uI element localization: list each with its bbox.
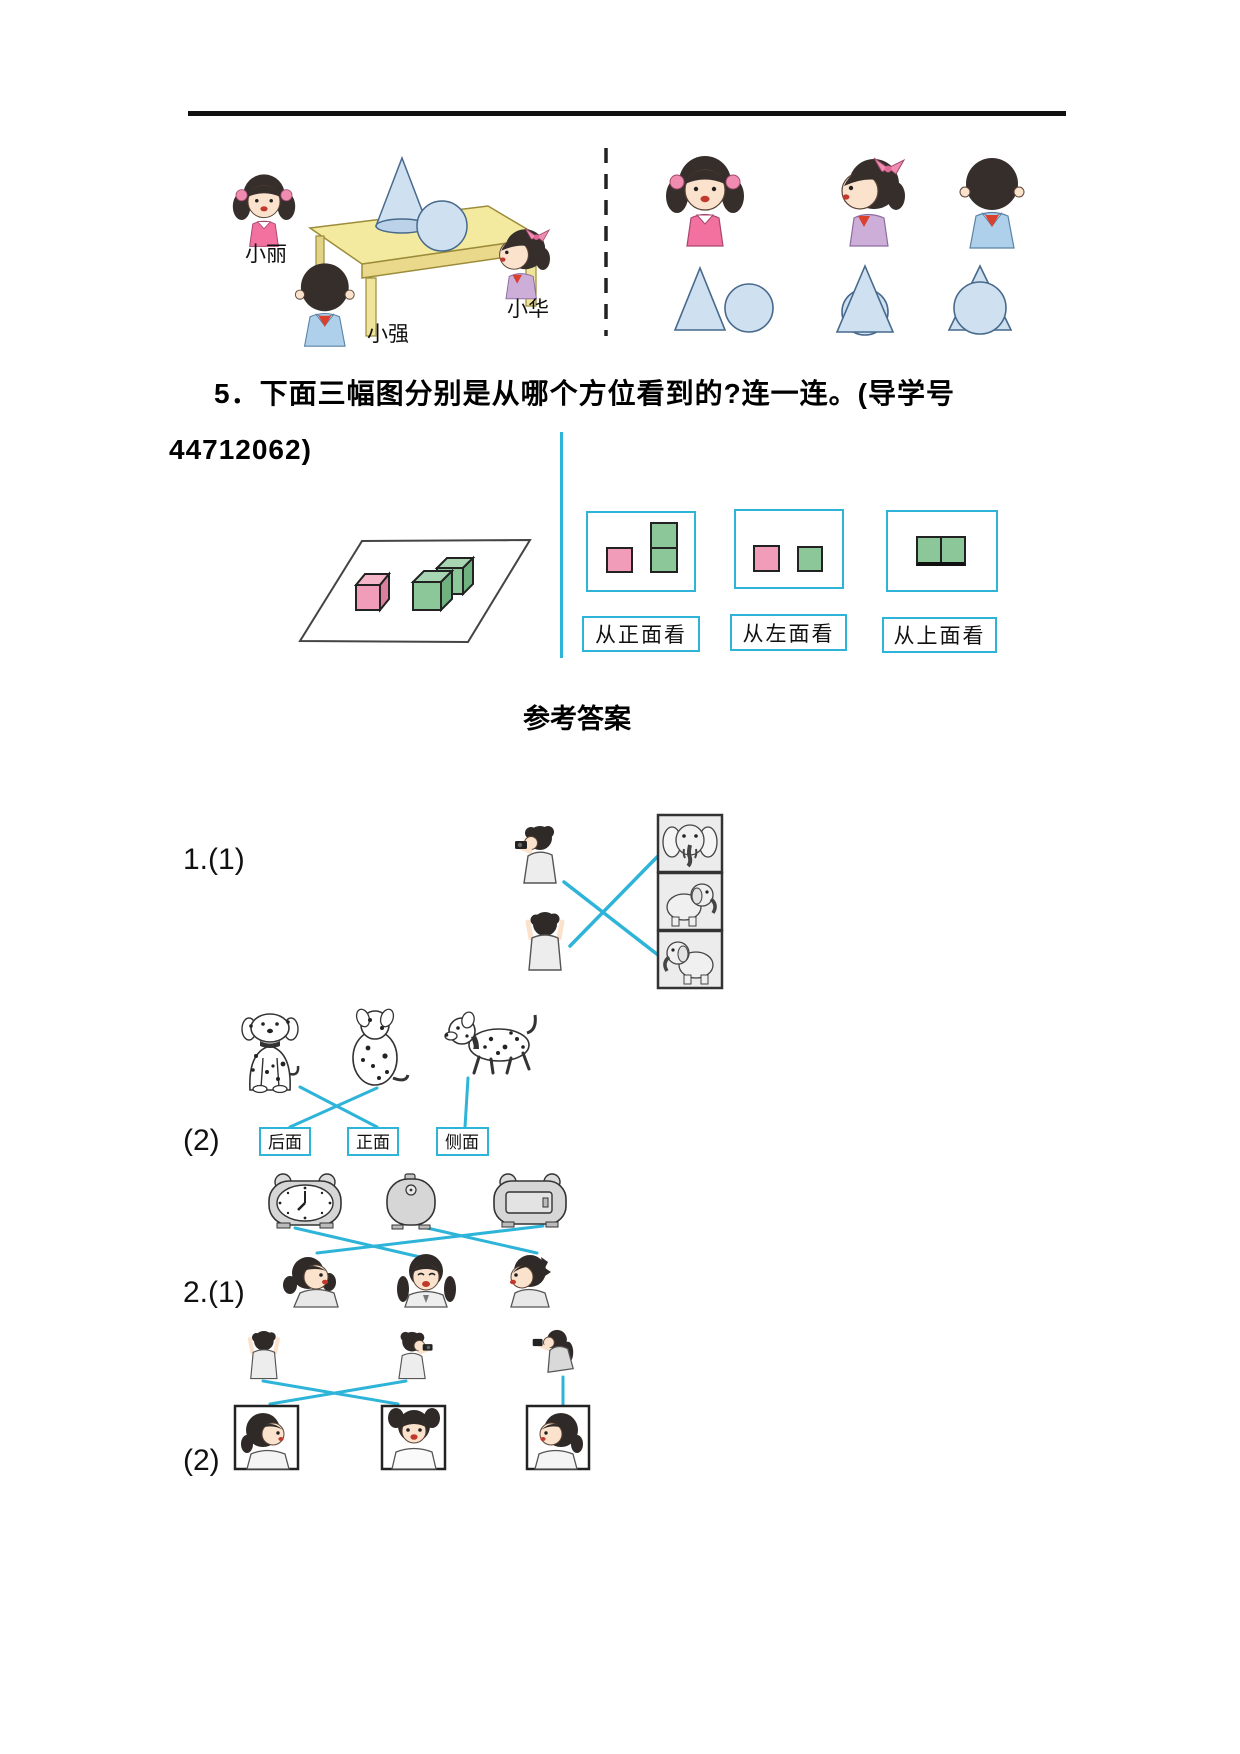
figure-answer-portraits (233, 1325, 591, 1471)
pink-cube (353, 571, 392, 613)
option-box-front-view (586, 511, 696, 592)
figure-answer-dogs: 后面 正面 侧面 (241, 1008, 537, 1156)
elephant-photo-side-right (656, 871, 724, 932)
elephant-photo-side-left (656, 929, 724, 990)
dog-label-side: 侧面 (436, 1127, 489, 1156)
portrait-girl-side-left (525, 1404, 591, 1471)
photographer-side-boy (515, 826, 556, 883)
figure-observe-table: 小丽 小强 小华 (232, 148, 1025, 347)
dog-label-back: 后面 (259, 1127, 311, 1156)
shape-side-view (835, 263, 895, 336)
answer-line (562, 880, 660, 957)
question5-text-line2: 44712062) (169, 434, 312, 465)
label-xiaohua: 小华 (507, 297, 549, 321)
answers-heading: 参考答案 (523, 704, 631, 734)
figure-cubes-on-plane (298, 538, 532, 644)
clock-back-battery (493, 1173, 567, 1228)
answer-line (293, 1226, 422, 1259)
header-rule (188, 111, 1066, 116)
answer-line (425, 1226, 539, 1255)
answer-line (268, 1379, 408, 1406)
figure-answer-clocks (268, 1173, 567, 1308)
answer-item-1-2: (2) (183, 1124, 220, 1157)
green-cubes (410, 555, 476, 613)
clock-front-view (268, 1173, 342, 1229)
dog-label-front: 正面 (347, 1127, 399, 1156)
photographer-back-small (250, 1331, 278, 1379)
elephant-photo-front (656, 813, 724, 874)
green-domino-horizontal (916, 536, 966, 566)
svg-text:正面: 正面 (356, 1133, 390, 1152)
green-domino-vertical (650, 522, 678, 573)
option-box-left-view (734, 509, 844, 589)
pink-square (606, 547, 633, 573)
portrait-girl-side-right (233, 1404, 300, 1471)
dog-walking-side (444, 1011, 537, 1075)
answer-item-2-2: (2) (183, 1444, 220, 1477)
answer-item-1-1: 1.(1) (183, 843, 245, 876)
child-boy-side (510, 1255, 551, 1308)
view-label-top: 从上面看 (882, 617, 997, 653)
photographer-side-right (399, 1332, 433, 1379)
option-box-top-view (886, 510, 998, 592)
label-xiaoqiang: 小强 (367, 322, 409, 346)
question5-text-line1: 5．下面三幅图分别是从哪个方位看到的?连一连。(导学号 (214, 378, 956, 409)
clock-back-plain (386, 1173, 436, 1230)
answer-line (315, 1224, 545, 1255)
answer-line (288, 1086, 379, 1129)
shape-back-view (947, 264, 1013, 335)
child-girl-side (283, 1257, 339, 1308)
photographer-girl-side (532, 1329, 574, 1373)
svg-text:侧面: 侧面 (445, 1133, 479, 1152)
view-label-left: 从左面看 (730, 614, 847, 651)
answer-line (463, 1076, 470, 1129)
xiaoqiang-figure (294, 262, 355, 347)
label-xiaoli: 小丽 (245, 242, 287, 266)
views-panel (665, 155, 1025, 336)
dog-back-sitting (352, 1008, 410, 1086)
table-scene: 小丽 小强 小华 (232, 155, 551, 347)
xiaoli-figure (232, 173, 296, 247)
sphere-on-table (416, 200, 468, 252)
view-girl-side (841, 157, 906, 247)
answer-line (298, 1085, 379, 1129)
domino-divider (650, 547, 678, 549)
cyan-separator (560, 432, 563, 658)
cone-on-table (374, 155, 430, 234)
view-girl-front (665, 155, 745, 247)
photographer-back-boy (528, 912, 562, 970)
shape-front-view (673, 265, 774, 333)
view-boy-back (959, 157, 1025, 249)
domino-divider (940, 536, 942, 562)
svg-text:后面: 后面 (268, 1133, 302, 1152)
view-label-front: 从正面看 (582, 616, 700, 652)
dog-front-sitting (241, 1013, 300, 1094)
answer-line (568, 855, 659, 948)
figure-answer-elephants (480, 813, 724, 990)
pink-square (753, 545, 780, 572)
child-girl-front-braids (397, 1254, 456, 1308)
portrait-girl-front (380, 1404, 447, 1471)
green-square (797, 546, 823, 572)
answer-item-2-1: 2.(1) (183, 1276, 245, 1309)
